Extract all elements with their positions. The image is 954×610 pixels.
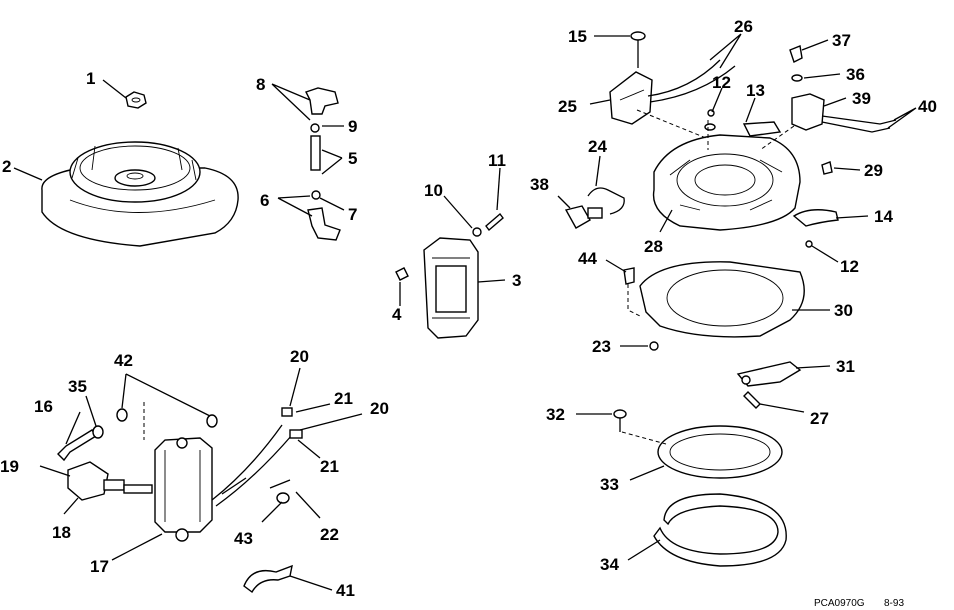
callout-26: 26: [734, 17, 753, 36]
callout-43: 43: [234, 529, 253, 548]
spark-plug-boot-upper: [305, 87, 339, 115]
support-ring: [657, 425, 783, 479]
callout-16: 16: [34, 397, 53, 416]
callout-5: 5: [348, 149, 357, 168]
callout-34: 34: [600, 555, 619, 574]
callout-1: 1: [86, 69, 95, 88]
callout-8: 8: [256, 75, 265, 94]
callout-28: 28: [644, 237, 663, 256]
retainer-screw: [805, 240, 813, 248]
timer-base: [652, 134, 801, 231]
power-pack-leads: [211, 407, 303, 507]
callout-3: 3: [512, 271, 521, 290]
spark-plug-sleeve: [310, 135, 321, 171]
charge-coil: [609, 71, 653, 125]
throttle-cam-arm: [736, 361, 802, 387]
stator-mount-plate: [639, 261, 805, 338]
callout-11: 11: [488, 151, 506, 170]
callout-23: 23: [592, 337, 611, 356]
callout-42: 42: [114, 351, 133, 370]
cam-screw: [743, 391, 761, 409]
ring-bolt: [613, 409, 627, 432]
callout-38: 38: [530, 175, 549, 194]
callout-10: 10: [424, 181, 443, 200]
callout-35: 35: [68, 377, 87, 396]
link-spring: [587, 187, 625, 215]
sensor-clip: [742, 121, 782, 137]
callout-labels: 1 2 8 9 5 6 7 10 11 3 4 42 35 16 19 18 1…: [0, 17, 937, 600]
timer-screw-right: [821, 161, 833, 175]
assembly-guides: [143, 109, 795, 445]
callout-13: 13: [746, 81, 765, 100]
callout-19: 19: [0, 457, 19, 476]
callout-41: 41: [336, 581, 355, 600]
callout-12a: 12: [712, 73, 731, 92]
cable-clamp: [243, 564, 293, 594]
spark-plug-spring-lower: [311, 190, 321, 200]
charge-coil-screw: [630, 31, 646, 68]
charge-coil-leads: [647, 59, 736, 103]
mount-screw: [623, 267, 635, 285]
callout-44: 44: [578, 249, 597, 268]
callout-7: 7: [348, 205, 357, 224]
power-pack-connector: [67, 461, 153, 501]
coil-screw-left: [395, 267, 409, 281]
figure-code: PCA0970G: [814, 598, 865, 609]
callout-12b: 12: [840, 257, 859, 276]
callout-2: 2: [2, 157, 11, 176]
callout-25: 25: [558, 97, 577, 116]
callout-27: 27: [810, 409, 829, 428]
callout-14: 14: [874, 207, 893, 226]
flywheel-nut: [125, 91, 147, 109]
power-pack-bolt: [57, 429, 97, 462]
callout-22: 22: [320, 525, 339, 544]
callout-17: 17: [90, 557, 109, 576]
callout-33: 33: [600, 475, 619, 494]
callout-21b: 21: [320, 457, 339, 476]
power-pack-washer: [92, 425, 104, 439]
power-pack-washer-pair: [116, 408, 218, 428]
callout-36: 36: [846, 65, 865, 84]
mount-washer: [649, 341, 659, 351]
spark-plug-spring-upper: [310, 123, 320, 133]
callout-39: 39: [852, 89, 871, 108]
callout-30: 30: [834, 301, 853, 320]
retainer-plate: [792, 209, 839, 227]
sensor-screw: [789, 45, 803, 63]
flywheel: [41, 141, 239, 247]
figure-date: 8-93: [884, 598, 904, 609]
link-rod-connector: [564, 205, 603, 229]
callout-9: 9: [348, 117, 357, 136]
callout-24: 24: [588, 137, 607, 156]
leader-lines: [13, 33, 917, 591]
callout-20b: 20: [370, 399, 389, 418]
callout-18: 18: [52, 523, 71, 542]
callout-32: 32: [546, 405, 565, 424]
callout-31: 31: [836, 357, 855, 376]
power-pack: [154, 437, 213, 542]
callout-20a: 20: [290, 347, 309, 366]
callout-29: 29: [864, 161, 883, 180]
sensor-screw-upper: [704, 109, 716, 131]
spark-plug-boot-lower: [307, 207, 341, 241]
callout-21a: 21: [334, 389, 353, 408]
callout-37: 37: [832, 31, 851, 50]
sensor-washer: [791, 74, 803, 82]
timer-sensor: [791, 93, 825, 131]
callout-6: 6: [260, 191, 269, 210]
retaining-ring: [653, 493, 787, 567]
ground-lead: [269, 479, 291, 504]
ignition-coil: [423, 237, 479, 339]
sensor-leads: [821, 115, 897, 133]
callout-40: 40: [918, 97, 937, 116]
coil-screw: [485, 212, 504, 232]
callout-4: 4: [392, 305, 402, 324]
coil-washer: [472, 227, 482, 237]
callout-15: 15: [568, 27, 587, 46]
